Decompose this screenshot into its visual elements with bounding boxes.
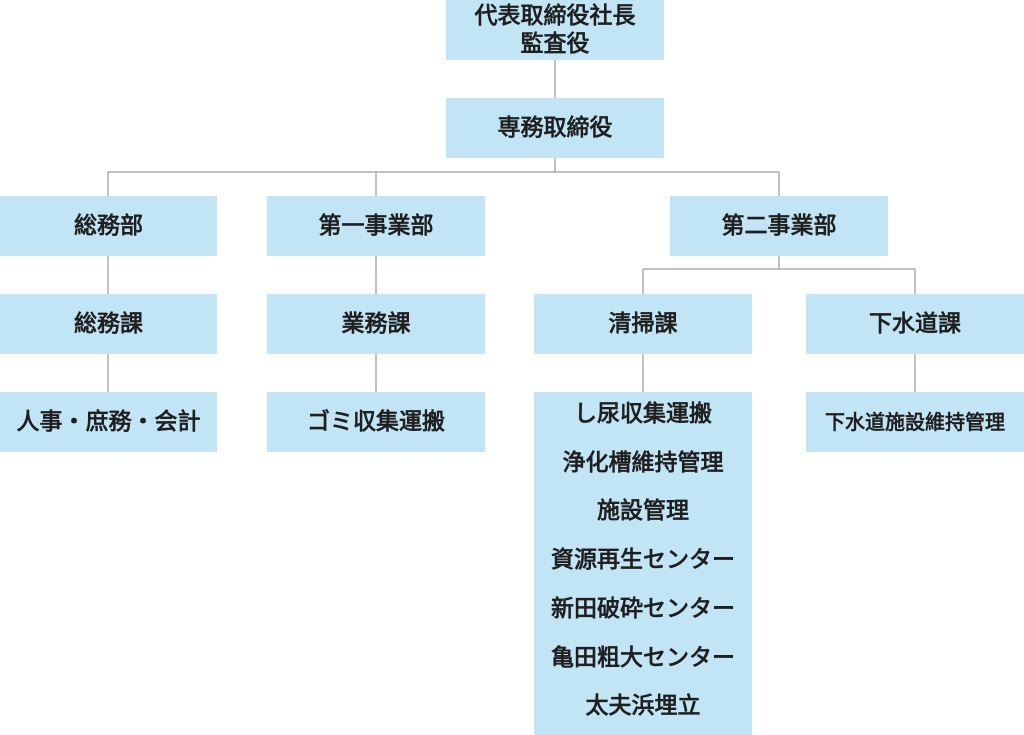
duty-item: 浄化槽維持管理 bbox=[562, 449, 724, 476]
duty-item: 資源再生センター bbox=[551, 547, 735, 574]
duty-item: 太夫浜埋立 bbox=[585, 693, 701, 720]
managing-director-box: 専務取締役 bbox=[446, 98, 664, 158]
duty-list-seiso: し尿収集運搬 浄化槽維持管理 施設管理 資源再生センター 新田破砕センター 亀田… bbox=[534, 392, 752, 735]
auditor-label: 監査役 bbox=[520, 31, 590, 57]
section-seiso: 清掃課 bbox=[534, 294, 752, 354]
duty-item: 新田破砕センター bbox=[551, 595, 735, 622]
duty-gesuido: 下水道施設維持管理 bbox=[806, 392, 1024, 452]
dept-dai1: 第一事業部 bbox=[267, 196, 485, 256]
president-label: 代表取締役社長 bbox=[474, 3, 636, 29]
section-gesuido: 下水道課 bbox=[806, 294, 1024, 354]
section-gyomu: 業務課 bbox=[267, 294, 485, 354]
duty-gyomu: ゴミ収集運搬 bbox=[267, 392, 485, 452]
duty-item: 施設管理 bbox=[597, 498, 689, 525]
duty-somu: 人事・庶務・会計 bbox=[0, 392, 217, 452]
dept-dai2: 第二事業部 bbox=[670, 196, 888, 256]
president-box: 代表取締役社長 監査役 bbox=[446, 0, 664, 60]
duty-item: 亀田粗大センター bbox=[551, 644, 735, 671]
duty-item: し尿収集運搬 bbox=[574, 401, 712, 427]
section-somu: 総務課 bbox=[0, 294, 217, 354]
dept-somu: 総務部 bbox=[0, 196, 217, 256]
